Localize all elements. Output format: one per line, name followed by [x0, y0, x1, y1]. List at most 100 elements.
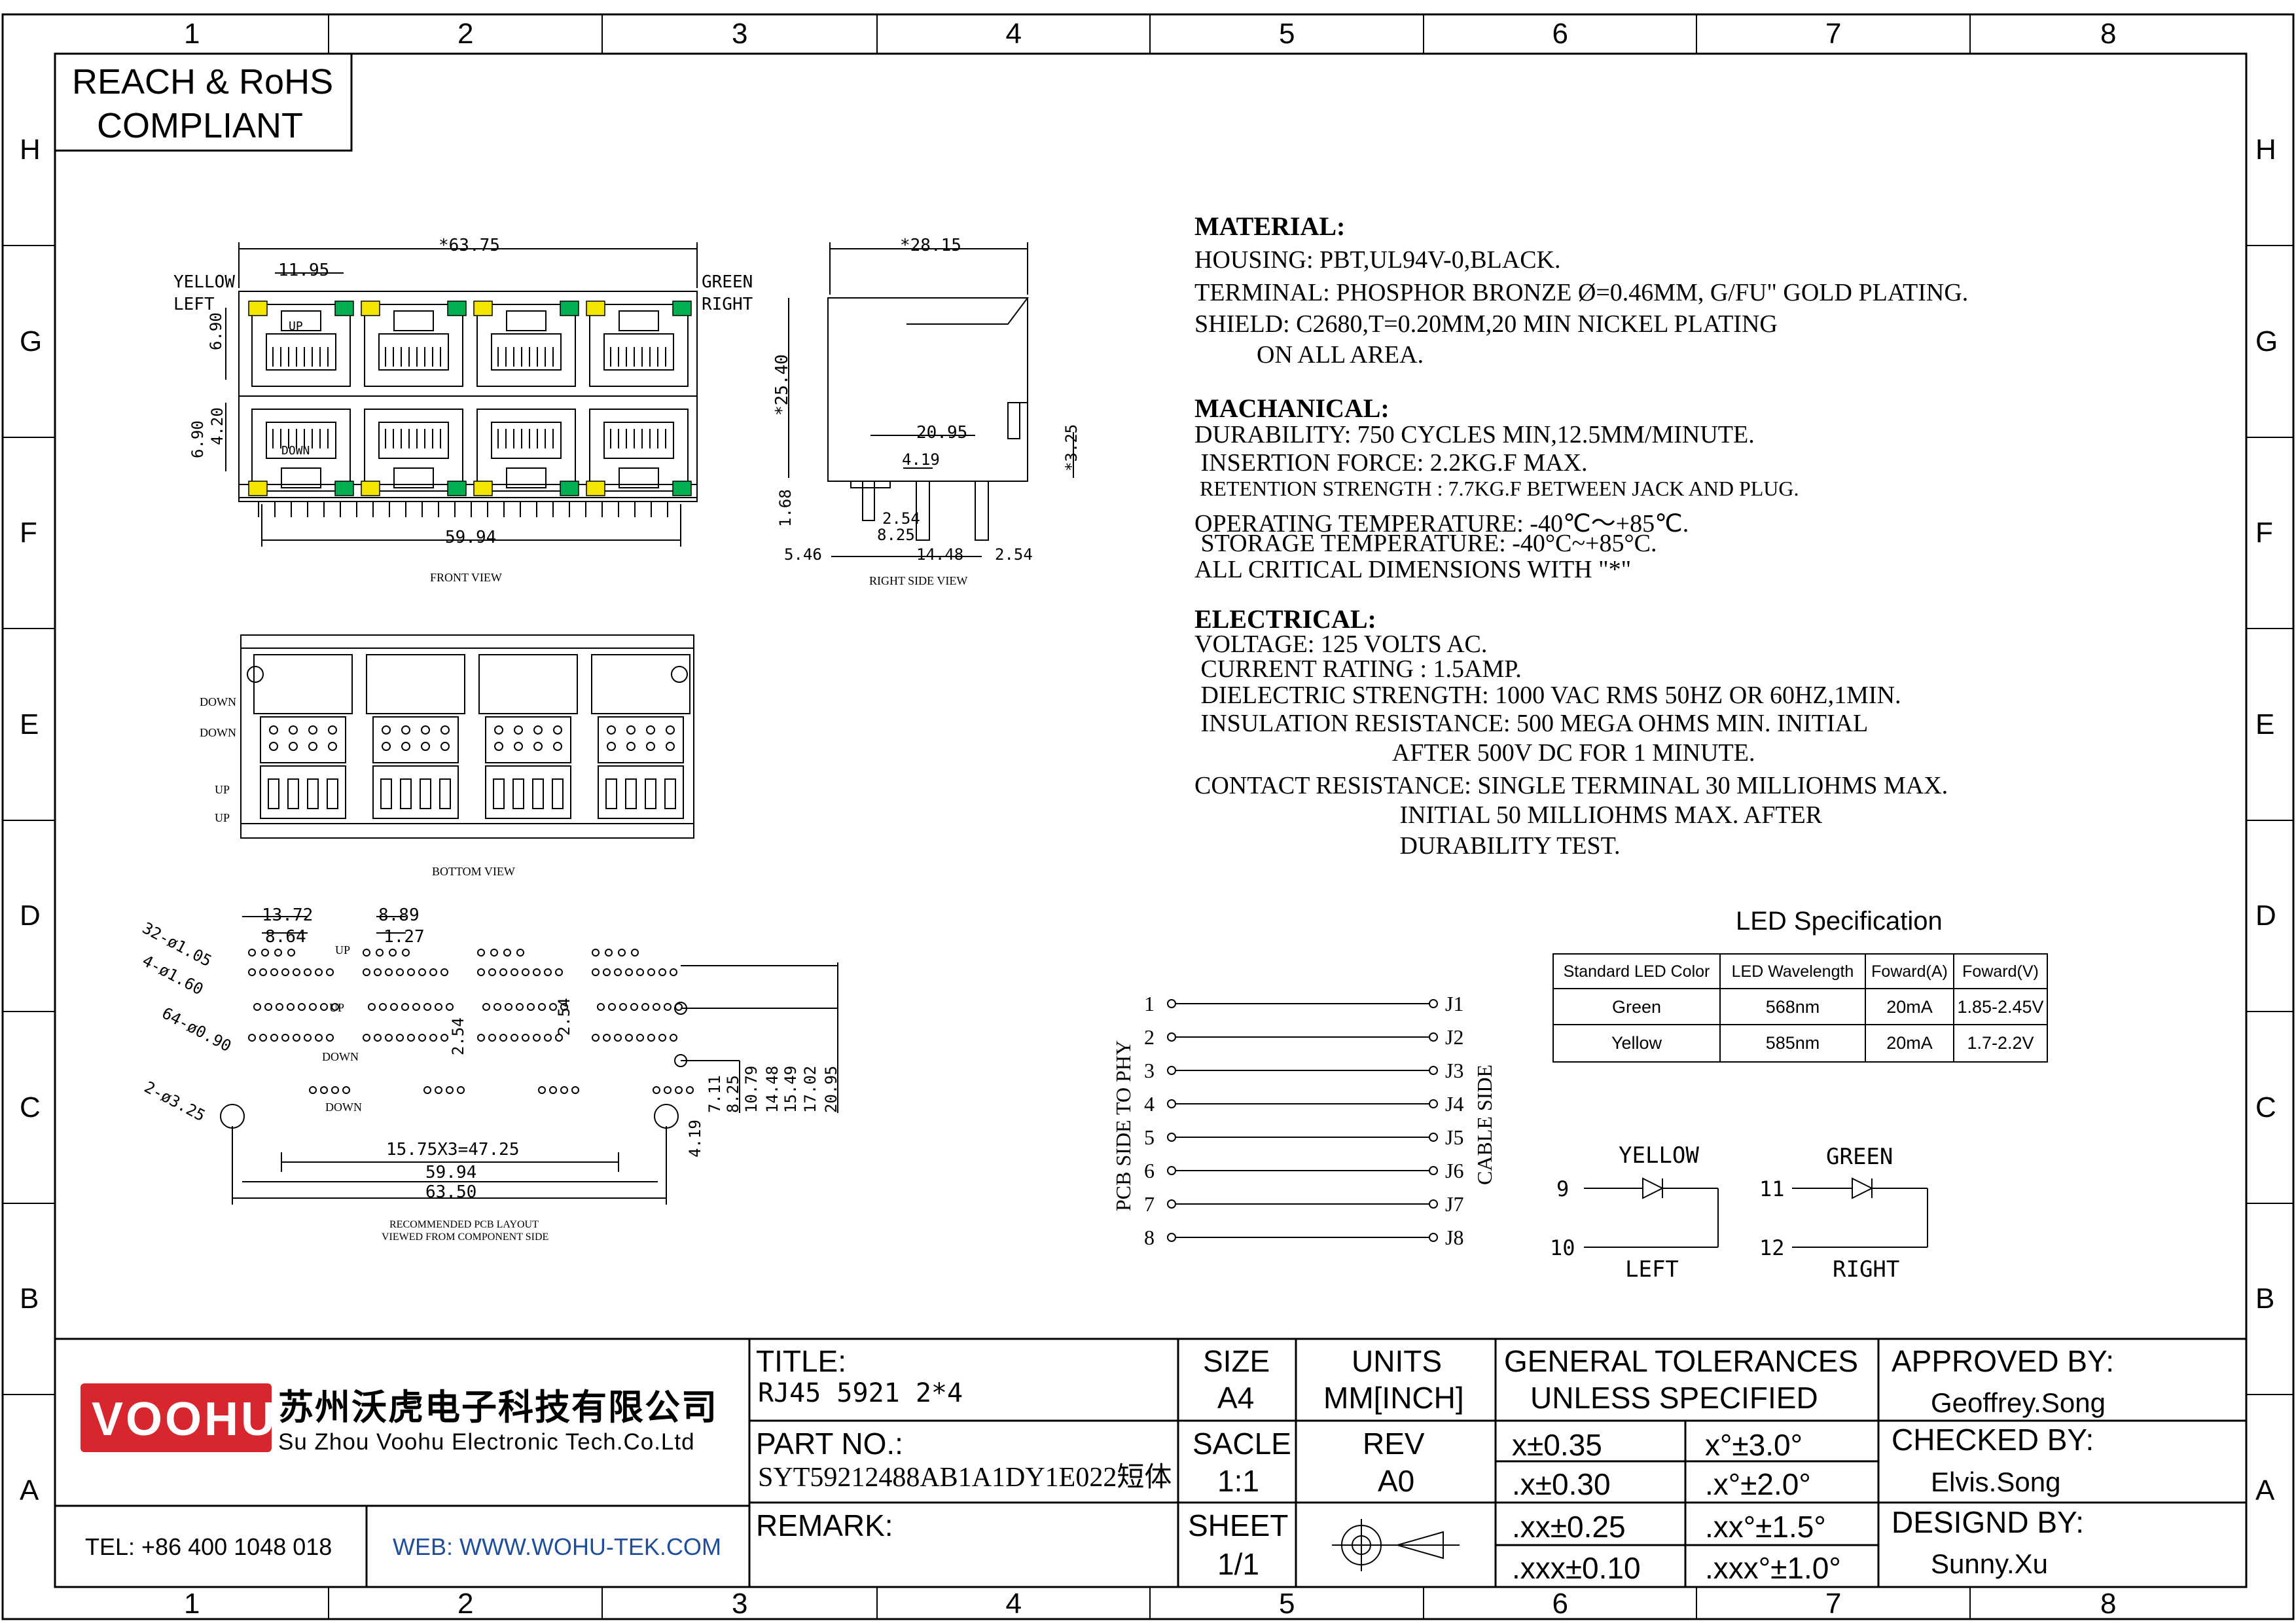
pcb-dim-p: 17.02: [801, 1065, 819, 1113]
front-dim-h1: 6.90: [207, 312, 225, 350]
right-view-caption: RIGHT SIDE VIEW: [869, 574, 968, 587]
led-header-color: Standard LED Color: [1563, 962, 1710, 981]
company-name-cn: 苏州沃虎电子科技有限公司: [278, 1388, 718, 1427]
row-label-left-E: E: [20, 708, 39, 740]
col-label-top-4: 4: [1005, 18, 1022, 50]
tol-angle-0: x°±3.0°: [1705, 1428, 1803, 1462]
row-label-right-D: D: [2255, 900, 2276, 932]
rj45-port: [251, 304, 351, 387]
led-row-green-forward-v: 1.85-2.45V: [1957, 997, 2044, 1017]
col-label-bottom-6: 6: [1552, 1588, 1568, 1620]
tol-angle-3: .xxx°±1.0°: [1705, 1551, 1841, 1585]
mechanical-line-6: ALL CRITICAL DIMENSIONS WITH "*": [1194, 556, 1632, 583]
row-label-right-E: E: [2255, 708, 2275, 740]
projection-symbol-icon: [1332, 1519, 1460, 1571]
schematic-jack-J1: J1: [1445, 992, 1464, 1015]
rj45-port: [251, 409, 351, 492]
title-label: TITLE:: [756, 1344, 847, 1378]
schematic-pin-2: 2: [1144, 1025, 1155, 1049]
pcb-dim-b: 8.64: [265, 927, 306, 947]
led-row-yellow-forward-v: 1.7-2.2V: [1967, 1033, 2034, 1053]
led-header-forward-v: Foward(V): [1962, 962, 2039, 981]
schematic-right-label: CABLE SIDE: [1473, 1065, 1496, 1185]
schematic-drawing: [1167, 999, 1928, 1248]
bottom-view-drawing: [240, 634, 694, 839]
led-header-wavelength: LED Wavelength: [1731, 962, 1854, 981]
tol-angle-2: .xx°±1.5°: [1705, 1510, 1826, 1544]
led-yellow-indicator: [473, 481, 493, 496]
pcb-dim-m: 10.79: [742, 1065, 761, 1113]
led-green-pin-a: 11: [1759, 1176, 1785, 1201]
led-yellow-indicator: [361, 301, 380, 316]
front-label-green: GREEN: [702, 272, 753, 292]
bottom-label-down-1: DOWN: [200, 695, 236, 708]
electrical-line-2: CURRENT RATING : 1.5AMP.: [1194, 655, 1522, 683]
electrical-line-8: DURABILITY TEST.: [1194, 832, 1621, 860]
right-dim-d1: 20.95: [916, 423, 968, 443]
schematic-jack-J3: J3: [1445, 1059, 1464, 1082]
bottom-label-up-1: UP: [215, 783, 230, 796]
rev-value: A0: [1378, 1464, 1415, 1498]
right-dim-d2: 4.19: [902, 450, 940, 469]
led-yellow-indicator: [248, 481, 268, 496]
led-yellow-indicator: [586, 481, 605, 496]
schematic-pin-5: 5: [1144, 1125, 1155, 1149]
tol-linear-0: x±0.35: [1512, 1428, 1602, 1462]
row-label-left-H: H: [20, 133, 41, 166]
material-line-1: HOUSING: PBT,UL94V-0,BLACK.: [1194, 246, 1561, 274]
led-spec-table-grid: [1552, 953, 2048, 1063]
pcb-dim-i: 63.50: [425, 1182, 477, 1202]
led-green-indicator: [447, 301, 467, 316]
col-label-top-6: 6: [1552, 18, 1568, 50]
right-dim-d4: 1.68: [776, 489, 795, 527]
material-heading: MATERIAL:: [1194, 211, 1346, 241]
electrical-line-7: INITIAL 50 MILLIOHMS MAX. AFTER: [1194, 801, 1823, 829]
right-dim-d8: 14.48: [916, 545, 964, 564]
compliance-line-1: REACH & RoHS: [72, 62, 334, 101]
company-name-en: Su Zhou Voohu Electronic Tech.Co.Ltd: [278, 1429, 695, 1455]
title-block-grid: [55, 1338, 2246, 1587]
tol-linear-1: .x±0.30: [1512, 1467, 1611, 1501]
mechanical-line-4: OPERATING TEMPERATURE: -40℃～+85℃.: [1194, 510, 1689, 538]
pcb-dim-k: 7.11: [706, 1075, 724, 1113]
tol-angle-1: .x°±2.0°: [1705, 1467, 1811, 1501]
right-dim-d3: *3.25: [1062, 424, 1081, 471]
row-label-left-D: D: [20, 900, 41, 932]
schematic-pin-6: 6: [1144, 1159, 1155, 1182]
logo-text: VOOHU: [92, 1393, 278, 1446]
schematic-jack-J4: J4: [1445, 1092, 1464, 1116]
front-dim-h3: 4.20: [208, 407, 226, 445]
pcb-label-down-1: DOWN: [322, 1050, 359, 1063]
col-label-top-2: 2: [457, 18, 474, 50]
schematic-jack-J8: J8: [1445, 1226, 1464, 1249]
right-dim-d6: 8.25: [877, 526, 915, 544]
schematic-jack-J2: J2: [1445, 1025, 1464, 1049]
led-green-indicator: [672, 481, 692, 496]
col-label-bottom-4: 4: [1005, 1588, 1022, 1620]
web-link[interactable]: WEB: WWW.WOHU-TEK.COM: [393, 1533, 721, 1560]
pcb-dim-n: 14.48: [763, 1065, 781, 1113]
led-green-indicator: [560, 301, 579, 316]
tol-linear-2: .xx±0.25: [1512, 1510, 1626, 1544]
right-view-drawing: [788, 242, 1074, 557]
mechanical-line-5: STORAGE TEMPERATURE: -40°C~+85°C.: [1194, 530, 1657, 557]
pcb-dim-q: 20.95: [822, 1065, 840, 1113]
pcb-dim-l: 8.25: [724, 1075, 742, 1113]
checked-value: Elvis.Song: [1931, 1467, 2061, 1497]
right-dim-d7: 5.46: [784, 545, 822, 564]
front-label-left: LEFT: [173, 295, 215, 314]
front-label-yellow: YELLOW: [173, 272, 235, 292]
front-dim-h2: 6.90: [188, 420, 207, 458]
approved-value: Geoffrey.Song: [1931, 1387, 2106, 1418]
size-value: A4: [1217, 1381, 1255, 1415]
rj45-port: [589, 304, 689, 387]
front-label-down: DOWN: [281, 444, 310, 458]
bottom-label-down-2: DOWN: [200, 726, 236, 739]
designed-label: DESIGND BY:: [1892, 1505, 2084, 1539]
led-green-indicator: [560, 481, 579, 496]
led-green-name: GREEN: [1826, 1144, 1893, 1170]
row-label-left-A: A: [20, 1474, 39, 1506]
material-line-3: SHIELD: C2680,T=0.20MM,20 MIN NICKEL PLA…: [1194, 310, 1778, 338]
part-value: SYT59212488AB1A1DY1E022短体: [758, 1463, 1172, 1493]
row-label-left-B: B: [20, 1283, 39, 1315]
